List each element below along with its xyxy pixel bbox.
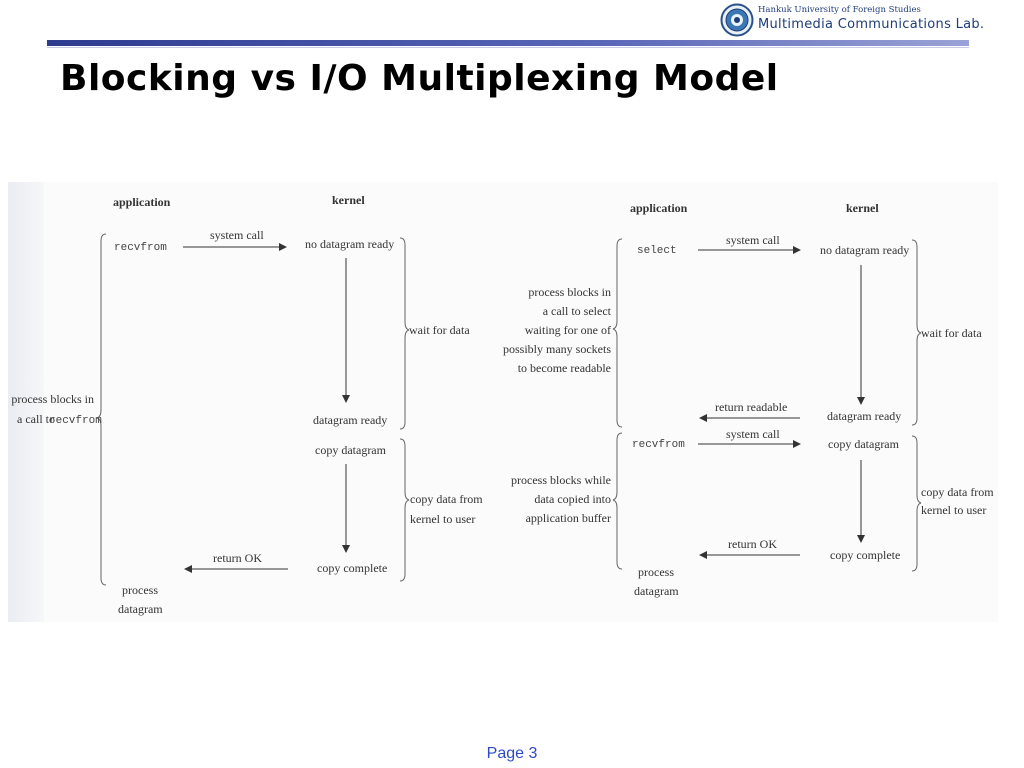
blocking-application-header: application [113, 195, 171, 209]
multiplex-no-datagram-ready: no datagram ready [820, 243, 909, 257]
multiplex-kernel-to-user: kernel to user [921, 503, 986, 517]
multiplex-return-readable-label: return readable [715, 400, 787, 414]
blocking-copy-datagram: copy datagram [315, 443, 387, 457]
blocking-no-datagram-ready: no datagram ready [305, 237, 394, 251]
multiplex-system-call-1: system call [726, 233, 780, 247]
multiplex-copy-complete: copy complete [830, 548, 900, 562]
multiplex-pbw-line2: data copied into [534, 492, 611, 506]
multiplex-pb-line5: to become readable [518, 361, 611, 375]
multiplex-pb-line3: waiting for one of [525, 323, 611, 337]
blocking-kernel-to-user: kernel to user [410, 512, 475, 526]
multiplex-pbw-line3: application buffer [526, 511, 611, 525]
blocking-kernel-header: kernel [332, 193, 365, 207]
multiplex-pb-line4: possibly many sockets [503, 342, 611, 356]
blocking-copy-complete: copy complete [317, 561, 387, 575]
blocking-datagram: datagram [118, 602, 163, 616]
multiplex-process: process [638, 565, 674, 579]
blocking-return-ok-label: return OK [213, 551, 262, 565]
io-models-diagram: application kernel recvfrom system call … [11, 193, 994, 616]
multiplex-pbw-line1: process blocks while [511, 473, 611, 487]
scan-edge-shadow [8, 182, 44, 622]
multiplex-select-label: select [637, 245, 677, 257]
blocking-process-brace [96, 233, 107, 586]
multiplex-recvfrom-label: recvfrom [632, 439, 685, 451]
lab-logo: Hankuk University of Foreign Studies Mul… [720, 3, 984, 37]
multiplex-kernel-header: kernel [846, 201, 879, 215]
blocking-io-model: application kernel recvfrom system call … [11, 193, 483, 616]
blocking-wait-for-data: wait for data [409, 323, 470, 337]
multiplex-pb-line2: a call to select [543, 304, 612, 318]
multiplex-wait-for-data: wait for data [921, 326, 982, 340]
header-rule-thin [47, 47, 969, 48]
page-number: Page 3 [486, 745, 538, 762]
multiplex-datagram: datagram [634, 584, 679, 598]
multiplex-system-call-2: system call [726, 427, 780, 441]
blocking-system-call-label: system call [210, 228, 264, 242]
blocking-process-blocks-in: process blocks in [11, 392, 94, 406]
header-rule [47, 40, 969, 46]
blocking-a-call-to: a call to [17, 412, 55, 426]
multiplex-pb-line2-select: select [584, 304, 612, 318]
logo-university-name: Hankuk University of Foreign Studies [758, 5, 921, 15]
multiplex-recvfrom-brace [612, 432, 623, 570]
multiplex-return-ok-label: return OK [728, 537, 777, 551]
blocking-process: process [122, 583, 158, 597]
multiplex-pb-line1: process blocks in [528, 285, 611, 299]
university-seal-icon [720, 3, 754, 37]
multiplex-copy-datagram: copy datagram [828, 437, 900, 451]
multiplex-datagram-ready: datagram ready [827, 409, 901, 423]
blocking-datagram-ready: datagram ready [313, 413, 387, 427]
io-multiplexing-model: application kernel select system call no… [503, 201, 994, 598]
blocking-recvfrom-label: recvfrom [114, 242, 167, 254]
blocking-wait-brace [399, 237, 410, 430]
multiplex-copy-data-from: copy data from [921, 485, 994, 499]
multiplex-pb-line2-text: a call to [543, 304, 581, 318]
blocking-a-call-to-recvfrom: recvfrom [49, 415, 102, 427]
blocking-copy-brace [399, 438, 410, 582]
multiplex-application-header: application [630, 201, 688, 215]
multiplex-select-brace [612, 238, 623, 428]
blocking-copy-data-from: copy data from [410, 492, 483, 506]
slide-title: Blocking vs I/O Multiplexing Model [60, 58, 779, 99]
logo-lab-name: Multimedia Communications Lab. [758, 17, 985, 32]
multiplex-wait-brace [911, 239, 922, 426]
scanned-figure-background [8, 182, 998, 622]
multiplex-copy-brace [911, 435, 922, 572]
